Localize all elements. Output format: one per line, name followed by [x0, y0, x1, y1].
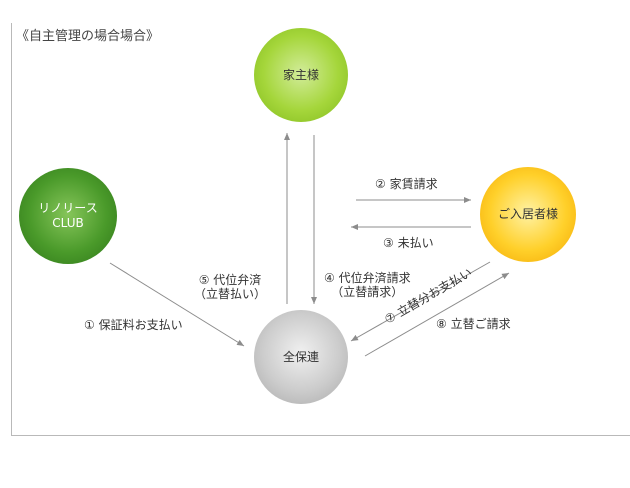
arrow-step-8	[364, 272, 510, 357]
step-5-label: ⑤ 代位弁済 （立替払い）	[194, 273, 266, 301]
node-rino-label-line1: リノリース	[38, 201, 98, 215]
step-4-label-line2: （立替請求）	[331, 285, 404, 299]
node-guarantor: 全保連	[254, 310, 348, 404]
node-owner: 家主様	[254, 28, 348, 122]
node-rino-label-line2: CLUB	[52, 216, 84, 230]
step-4-label: ④ 代位弁済請求 （立替請求）	[324, 271, 411, 299]
step-3-label: ③ 未払い	[383, 236, 434, 250]
diagram-heading: 《自主管理の場合場合》	[16, 29, 160, 44]
step-8-label: ⑧ 立替ご請求	[436, 317, 511, 331]
step-1-label: ① 保証料お支払い	[84, 318, 183, 332]
arrow-step-1	[109, 262, 245, 347]
node-rino-lease-club: リノリース CLUB	[19, 168, 117, 264]
node-tenant-label: ご入居者様	[497, 207, 558, 221]
step-5-label-line1: ⑤ 代位弁済	[198, 273, 262, 287]
step-2-label: ② 家賃請求	[375, 177, 438, 191]
step-4-label-line1: ④ 代位弁済請求	[324, 271, 411, 285]
arrow-step-7	[350, 261, 491, 342]
node-owner-label: 家主様	[282, 67, 319, 82]
step-5-label-line2: （立替払い）	[194, 287, 267, 301]
diagram-frame	[11, 23, 630, 436]
node-tenant: ご入居者様	[480, 167, 576, 262]
node-guarantor-label: 全保連	[282, 349, 319, 364]
